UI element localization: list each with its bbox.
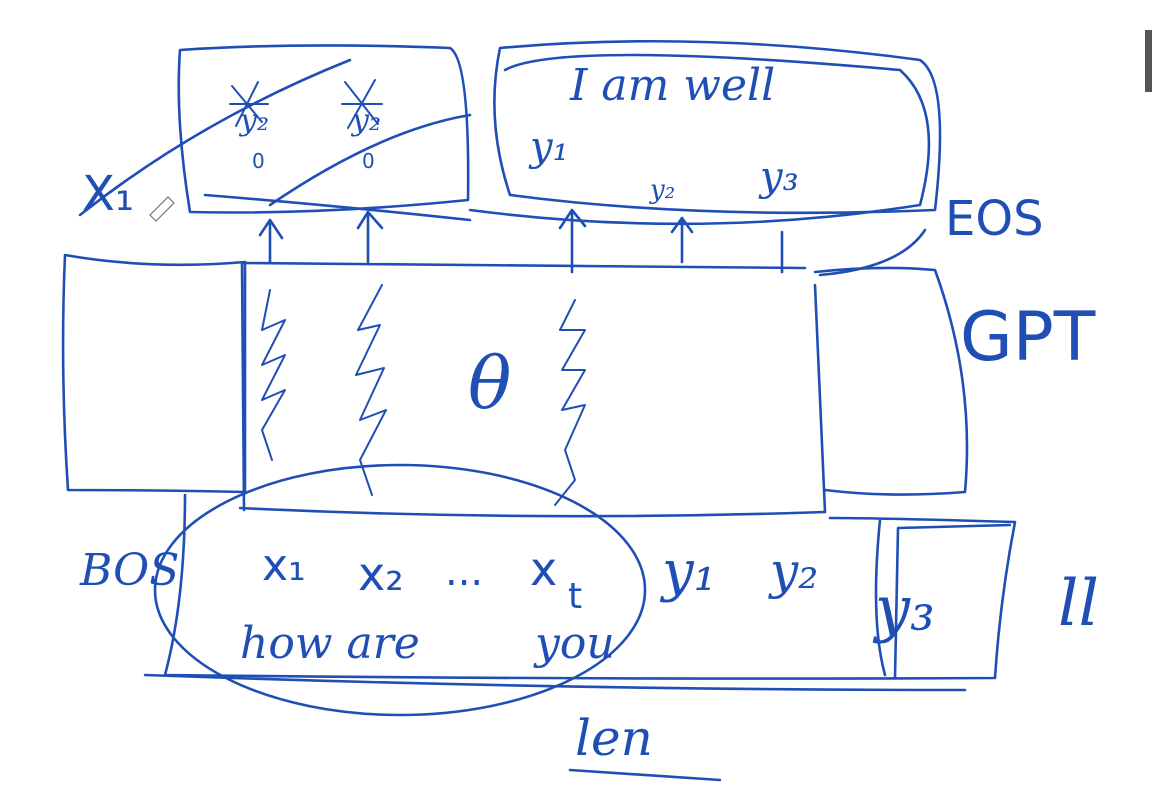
arrow-1 xyxy=(258,218,284,264)
input-ellipse xyxy=(153,463,647,717)
output-box-right xyxy=(493,39,942,215)
bottom-underline xyxy=(143,673,967,692)
label-zero-1: 0 xyxy=(252,149,265,173)
label-xt-sub: t xyxy=(568,576,582,617)
label-ll: ll xyxy=(1058,567,1099,641)
label-bos: BOS xyxy=(79,545,179,596)
y3-box xyxy=(874,518,1012,680)
label-y1-bottom: y₁ xyxy=(659,539,716,604)
label-x1: x₁ xyxy=(262,540,306,591)
zigzag-1 xyxy=(261,289,286,461)
label-y1-top: y₁ xyxy=(528,124,569,170)
label-y3-top: y₃ xyxy=(758,154,799,200)
gpt-block-right xyxy=(813,266,969,496)
strike-line-1 xyxy=(78,58,352,217)
label-y2-left-2: y₂ xyxy=(350,103,381,138)
output-box-right-loop xyxy=(468,53,931,226)
pen-cursor-icon xyxy=(149,196,175,222)
zigzag-2 xyxy=(355,284,387,496)
label-input-words-2: you xyxy=(533,618,615,669)
label-output-words: I am well xyxy=(569,60,775,111)
cross-mark-2 xyxy=(341,79,383,129)
label-y2-bottom: y₂ xyxy=(768,542,818,600)
label-y2-top: y₂ xyxy=(649,175,675,205)
cross-mark-1 xyxy=(229,81,269,127)
gpt-left-line xyxy=(240,261,246,512)
label-theta: θ xyxy=(468,341,511,425)
window-corner-mark xyxy=(1145,30,1152,92)
gpt-block-outer xyxy=(61,253,247,494)
len-underline xyxy=(568,768,722,782)
label-zero-2: 0 xyxy=(362,149,375,173)
strike-line-2 xyxy=(268,113,472,207)
label-input-words-1: how are xyxy=(240,618,420,669)
gpt-bottom-line xyxy=(238,506,827,518)
label-y2-left-1: y₂ xyxy=(238,103,269,138)
label-y3-bottom: y₃ xyxy=(872,572,935,645)
label-x2: x₂ xyxy=(358,547,404,601)
label-len: len xyxy=(575,709,653,767)
gpt-right-line xyxy=(813,283,827,514)
zigzag-3 xyxy=(554,299,586,506)
label-eos: EOS xyxy=(945,191,1044,247)
connector-line xyxy=(818,228,927,277)
box-underline xyxy=(203,193,472,222)
input-sequence-box xyxy=(163,493,1017,680)
output-box-left xyxy=(177,44,470,214)
label-dots: ... xyxy=(445,549,483,595)
arrow-4 xyxy=(670,216,694,264)
label-x1-left: X₁ xyxy=(82,166,134,222)
gpt-top-line xyxy=(240,261,807,270)
label-gpt: GPT xyxy=(960,298,1096,377)
arrow-2 xyxy=(356,210,384,264)
label-xt: x xyxy=(530,542,557,596)
arrow-3 xyxy=(558,208,587,274)
